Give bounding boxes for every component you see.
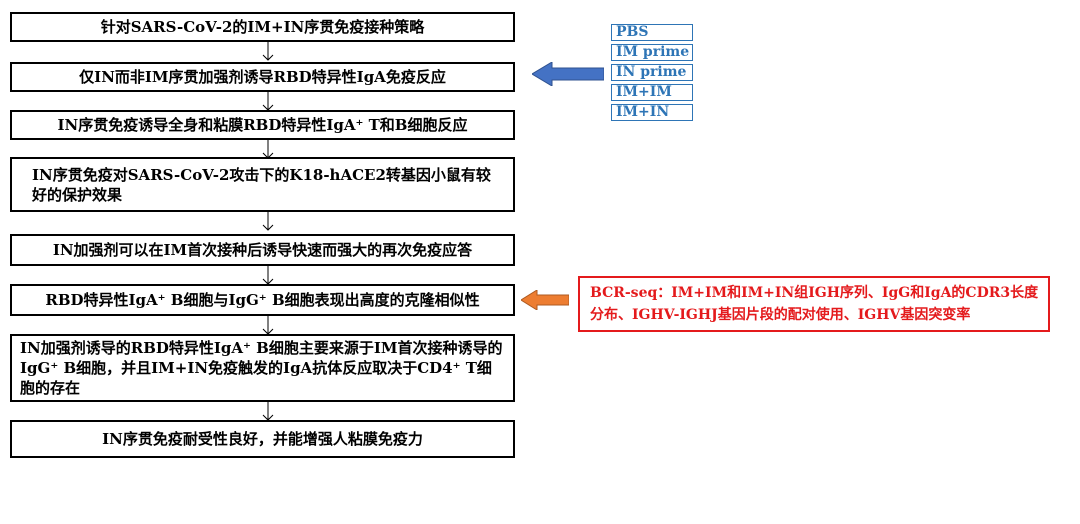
bcr-seq-note-text: BCR-seq：IM+IM和IM+IN组IGH序列、IgG和IgA的CDR3长度…	[590, 285, 1039, 323]
down-arrow-icon	[262, 212, 274, 231]
flow-step-7: IN加强剂诱导的RBD特异性IgA⁺ B细胞主要来源于IM首次接种诱导的IgG⁺…	[10, 334, 515, 402]
flow-step-6: RBD特异性IgA⁺ B细胞与IgG⁺ B细胞表现出高度的克隆相似性	[10, 284, 515, 316]
flow-step-1: 针对SARS-CoV-2的IM+IN序贯免疫接种策略	[10, 12, 515, 42]
flow-step-1-text: 针对SARS-CoV-2的IM+IN序贯免疫接种策略	[100, 18, 425, 36]
orange-left-arrow-icon	[521, 290, 569, 310]
down-arrow-icon	[262, 316, 274, 335]
down-arrow-icon	[262, 402, 274, 421]
legend-item-im-im: IM+IM	[611, 84, 693, 101]
flow-step-6-text: RBD特异性IgA⁺ B细胞与IgG⁺ B细胞表现出高度的克隆相似性	[45, 291, 480, 309]
legend-item-pbs: PBS	[611, 24, 693, 41]
flow-step-3: IN序贯免疫诱导全身和粘膜RBD特异性IgA⁺ T和B细胞反应	[10, 110, 515, 140]
down-arrow-icon	[262, 92, 274, 111]
flow-step-5-text: IN加强剂可以在IM首次接种后诱导快速而强大的再次免疫应答	[52, 241, 473, 259]
down-arrow-icon	[262, 266, 274, 285]
flow-step-5: IN加强剂可以在IM首次接种后诱导快速而强大的再次免疫应答	[10, 234, 515, 266]
bcr-seq-note: BCR-seq：IM+IM和IM+IN组IGH序列、IgG和IgA的CDR3长度…	[578, 276, 1050, 332]
legend-item-im-prime: IM prime	[611, 44, 693, 61]
flow-step-2: 仅IN而非IM序贯加强剂诱导RBD特异性IgA免疫反应	[10, 62, 515, 92]
flow-step-8-text: IN序贯免疫耐受性良好，并能增强人粘膜免疫力	[102, 430, 423, 448]
flow-step-3-text: IN序贯免疫诱导全身和粘膜RBD特异性IgA⁺ T和B细胞反应	[57, 116, 468, 134]
legend-item-in-prime: IN prime	[611, 64, 693, 81]
legend-item-im-in: IM+IN	[611, 104, 693, 121]
legend: PBS IM prime IN prime IM+IM IM+IN	[611, 24, 693, 124]
flow-step-4-text: IN序贯免疫对SARS-CoV-2攻击下的K18-hACE2转基因小鼠有较好的保…	[32, 165, 491, 204]
blue-left-arrow-icon	[532, 62, 604, 86]
down-arrow-icon	[262, 42, 274, 61]
flow-step-8: IN序贯免疫耐受性良好，并能增强人粘膜免疫力	[10, 420, 515, 458]
flow-step-4: IN序贯免疫对SARS-CoV-2攻击下的K18-hACE2转基因小鼠有较好的保…	[10, 157, 515, 212]
flow-step-2-text: 仅IN而非IM序贯加强剂诱导RBD特异性IgA免疫反应	[79, 68, 446, 86]
flow-step-7-text: IN加强剂诱导的RBD特异性IgA⁺ B细胞主要来源于IM首次接种诱导的IgG⁺…	[20, 339, 503, 397]
